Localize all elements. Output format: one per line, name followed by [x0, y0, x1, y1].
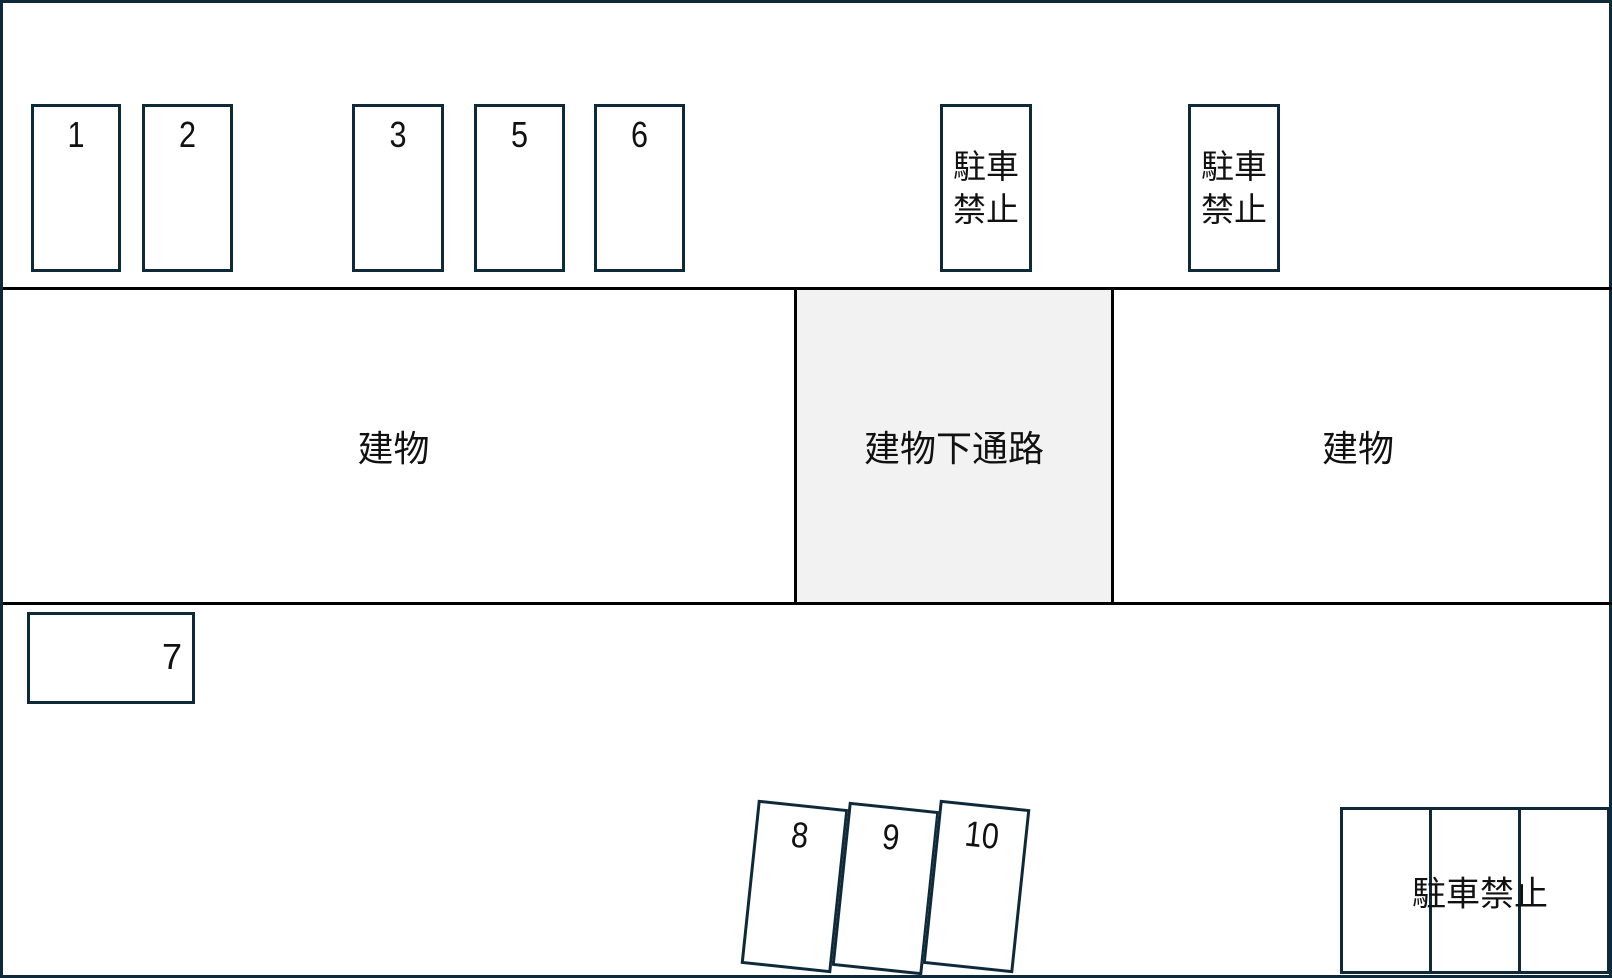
no-parking-label: 駐車禁止	[1412, 874, 1548, 914]
building-left-label: 建物	[357, 429, 430, 470]
zone-divider	[1518, 810, 1521, 971]
no-parking-line2: 禁止	[1201, 190, 1267, 229]
spot-number: 7	[161, 636, 182, 677]
building-band: 建物 建物下通路 建物	[3, 287, 1612, 605]
parking-spot-6[interactable]: 6	[594, 104, 685, 272]
zone-divider	[1429, 810, 1432, 971]
parking-spot-5[interactable]: 5	[474, 104, 565, 272]
no-parking-zone-2: 駐車 禁止	[1188, 104, 1280, 272]
passage-label: 建物下通路	[863, 429, 1044, 470]
spot-number: 2	[178, 114, 197, 155]
spot-number: 9	[880, 815, 902, 859]
no-parking-label: 駐車 禁止	[1191, 145, 1277, 231]
parking-spot-8[interactable]: 8	[740, 799, 849, 974]
parking-spot-3[interactable]: 3	[352, 104, 444, 272]
no-parking-line2: 禁止	[953, 190, 1019, 229]
building-right: 建物	[1114, 290, 1612, 602]
no-parking-zone-group: 駐車禁止	[1340, 807, 1610, 974]
spot-number: 5	[510, 114, 529, 155]
parking-spot-7[interactable]: 7	[27, 612, 195, 704]
parking-spot-1[interactable]: 1	[31, 104, 121, 272]
no-parking-line1: 駐車	[1201, 147, 1267, 186]
spot-number: 1	[67, 114, 85, 155]
building-right-label: 建物	[1321, 429, 1394, 470]
spot-number: 10	[962, 812, 1001, 857]
under-building-passage: 建物下通路	[794, 290, 1114, 602]
spot-number: 8	[789, 813, 811, 857]
spot-number: 3	[389, 114, 407, 155]
parking-spot-10[interactable]: 10	[922, 799, 1031, 974]
no-parking-label: 駐車 禁止	[943, 145, 1029, 231]
no-parking-line1: 駐車	[953, 147, 1019, 186]
parking-spot-2[interactable]: 2	[142, 104, 233, 272]
no-parking-zone-1: 駐車 禁止	[940, 104, 1032, 272]
spot-number: 6	[630, 114, 649, 155]
building-left: 建物	[3, 290, 794, 602]
